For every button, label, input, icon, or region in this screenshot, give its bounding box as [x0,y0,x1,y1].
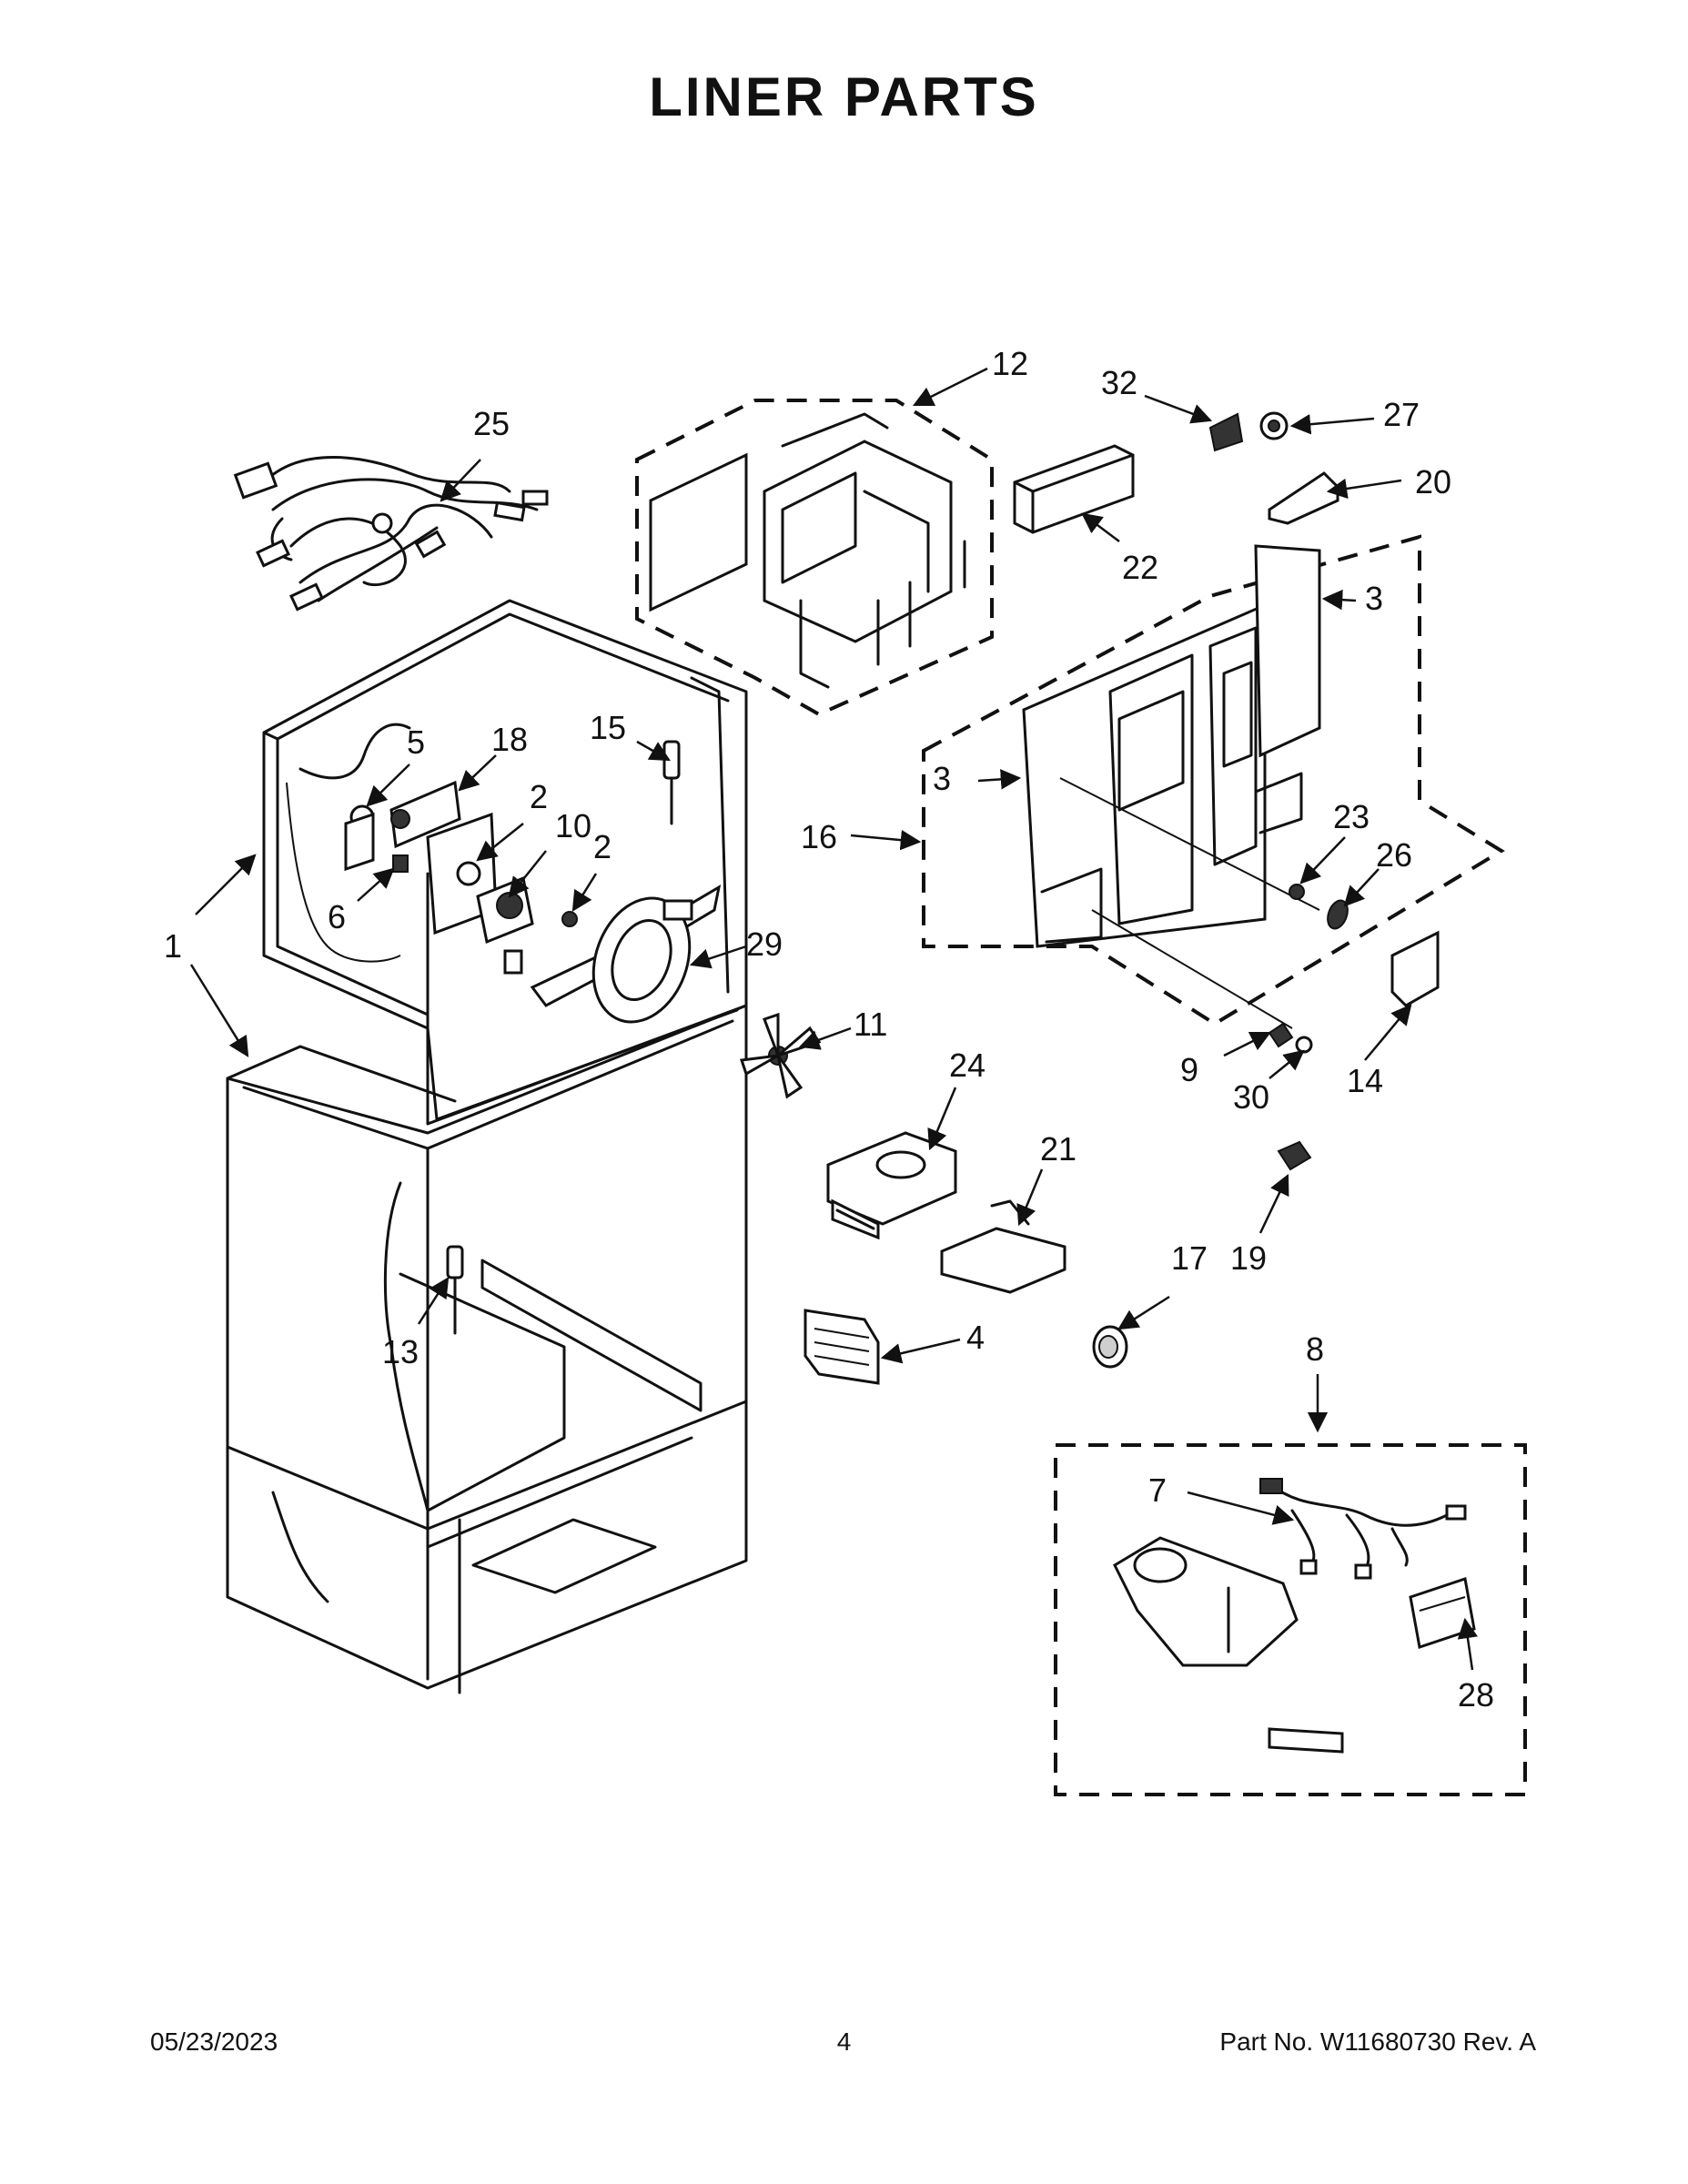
label-part-3-b: 3 [933,760,951,797]
page-title: LINER PARTS [649,66,1039,127]
label-part-10: 10 [555,807,591,844]
fresh-food-liner-part-1 [226,1004,748,1694]
sensor-part-13 [446,1245,464,1335]
kit-group-part-8 [1054,1443,1527,1796]
cap-part-17 [1092,1325,1128,1369]
footer-date: 05/23/2023 [150,2027,278,2056]
label-part-24: 24 [949,1046,986,1084]
leader-arrows [189,367,1479,1671]
label-part-29: 29 [746,925,783,963]
small-parts-23-26 [1289,884,1349,930]
part-labels: 1 1 2 2 3 3 4 5 6 7 8 9 10 11 12 13 14 1… [164,345,1494,1714]
cover-part-22 [1013,444,1135,534]
bracket-parts-5-6-18 [344,780,461,873]
wire-harness-part-25 [233,456,549,612]
label-part-2-a: 2 [530,778,548,815]
label-part-18: 18 [491,721,528,758]
label-part-14: 14 [1347,1062,1383,1099]
label-part-2-b: 2 [593,828,612,865]
dashed-group-part-16 [922,534,1505,1029]
label-part-30: 30 [1233,1078,1269,1116]
housing-part-24 [826,1131,957,1240]
label-part-7: 7 [1148,1471,1167,1509]
label-part-26: 26 [1376,836,1412,874]
label-part-8: 8 [1306,1330,1324,1368]
footer-part-number: Part No. W11680730 Rev. A [1219,2027,1536,2056]
bracket-part-20 [1268,471,1339,525]
tray-part-21 [940,1199,1066,1294]
label-part-19: 19 [1230,1239,1267,1277]
label-part-21: 21 [1040,1130,1076,1168]
fan-blade-part-11 [739,1012,822,1099]
label-part-28: 28 [1458,1676,1494,1714]
dashed-group-part-12 [635,399,994,717]
label-part-20: 20 [1415,463,1451,500]
label-part-15: 15 [590,709,626,746]
label-part-1-upper: 1 [164,927,182,965]
small-parts-9-30 [1268,1022,1313,1054]
label-part-12: 12 [992,345,1028,382]
label-part-27: 27 [1383,396,1420,433]
label-part-3-a: 3 [1365,580,1383,617]
label-part-6: 6 [328,898,346,935]
cover-part-14 [1390,930,1440,1007]
label-part-16: 16 [801,818,837,855]
sensor-part-15 [662,740,681,825]
clip-part-19 [1277,1140,1312,1171]
label-part-22: 22 [1122,549,1158,586]
label-part-25: 25 [473,405,510,442]
label-part-4: 4 [966,1319,985,1356]
label-part-32: 32 [1101,364,1137,401]
grille-part-4 [804,1309,880,1385]
label-part-9: 9 [1180,1051,1198,1088]
label-part-5: 5 [407,723,425,761]
footer-page-number: 4 [836,2027,852,2056]
label-part-13: 13 [382,1333,419,1370]
fan-shroud-part-29 [530,884,722,1024]
small-parts-32-27 [1208,411,1289,452]
label-part-17: 17 [1171,1239,1208,1277]
label-part-11: 11 [854,1006,887,1043]
label-part-23: 23 [1333,798,1370,835]
